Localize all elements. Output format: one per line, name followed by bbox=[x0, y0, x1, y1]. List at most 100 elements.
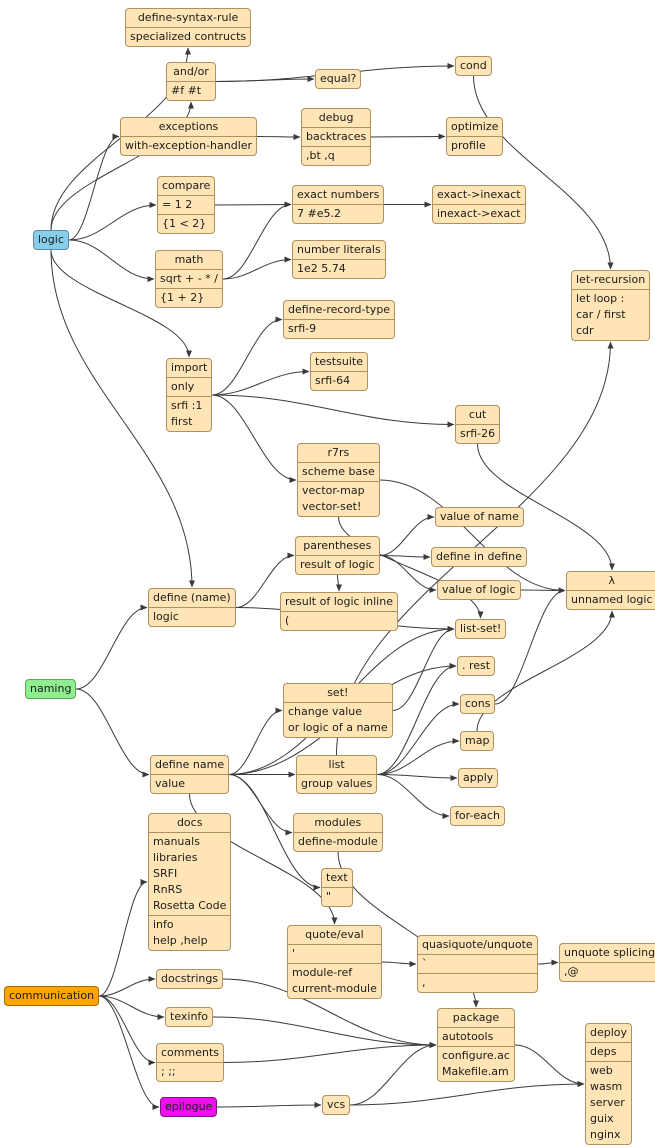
node-label: ' bbox=[292, 947, 296, 960]
edge-logic-to-define-name-logic bbox=[50, 249, 195, 588]
node-label: naming bbox=[30, 682, 72, 695]
edge-compare-to-exact-numbers bbox=[214, 201, 292, 208]
edge-list-to-map bbox=[376, 738, 460, 775]
node-define-name-logic: define (name) logic bbox=[148, 588, 236, 627]
node-label: λ bbox=[608, 574, 615, 587]
edge-import-to-cut bbox=[211, 394, 455, 428]
node-label: ,bt ,q bbox=[306, 149, 335, 162]
node-label: 1e2 5.74 bbox=[297, 262, 346, 275]
node-label: configure.ac bbox=[442, 1049, 510, 1062]
node-label: libraries bbox=[153, 851, 198, 864]
node-label: number literals bbox=[297, 243, 381, 256]
node-label: Rosetta Code bbox=[153, 899, 227, 912]
edge-logic-to-math bbox=[68, 239, 155, 282]
node-label: ,@ bbox=[564, 965, 579, 978]
node-label: manuals bbox=[153, 835, 200, 848]
node-rest: . rest bbox=[457, 656, 496, 676]
node-label: set! bbox=[327, 686, 349, 699]
edge-communication-to-docstrings bbox=[98, 976, 156, 997]
edge-parentheses-to-value-of-name bbox=[379, 514, 435, 556]
node-vcs: vcs bbox=[322, 1095, 351, 1115]
node-docstrings: docstrings bbox=[156, 969, 224, 989]
node-number-literals: number literals 1e2 5.74 bbox=[292, 240, 386, 279]
node-texinfo: texinfo bbox=[165, 1007, 214, 1027]
node-label: math bbox=[174, 253, 204, 266]
node-label: ; ;; bbox=[161, 1065, 176, 1078]
node-label: let loop : bbox=[576, 292, 625, 305]
node-label: nginx bbox=[590, 1128, 621, 1141]
node-and-or: and/or#f #t bbox=[166, 62, 216, 101]
node-result-of-logic-inline: result of logic inline( bbox=[280, 592, 398, 631]
edge-naming-to-define-name-logic bbox=[75, 604, 148, 690]
node-label: wasm bbox=[590, 1080, 623, 1093]
node-label: vector-set! bbox=[302, 500, 362, 513]
node-label: deploy bbox=[590, 1026, 628, 1039]
node-label: #f #t bbox=[171, 84, 202, 97]
node-label: {1 < 2} bbox=[162, 217, 207, 230]
node-label: for-each bbox=[455, 809, 500, 822]
node-cons: cons bbox=[460, 694, 496, 714]
node-label: first bbox=[171, 415, 193, 428]
node-label: value bbox=[155, 777, 186, 790]
edge-value-of-logic-to-lambda bbox=[520, 587, 566, 594]
node-label: group values bbox=[301, 777, 373, 790]
node-label: define-syntax-rule bbox=[137, 11, 239, 24]
node-label: web bbox=[590, 1064, 613, 1077]
edge-package-to-deploy bbox=[514, 1044, 585, 1087]
node-label: apply bbox=[463, 771, 494, 784]
node-label: help ,help bbox=[153, 934, 208, 947]
node-label: cut bbox=[468, 408, 487, 421]
node-label: 7 #e5.2 bbox=[297, 207, 341, 220]
node-label: quote/eval bbox=[305, 928, 364, 941]
edge-communication-to-epilogue bbox=[98, 995, 160, 1110]
edge-parentheses-to-value-of-logic bbox=[379, 555, 437, 593]
edge-cons-to-lambda bbox=[494, 587, 566, 705]
edge-math-to-exact-numbers bbox=[222, 201, 292, 280]
edge-vcs-to-package bbox=[349, 1042, 437, 1106]
edge-list-to-for-each bbox=[376, 774, 450, 819]
node-communication: communication bbox=[4, 986, 100, 1006]
node-label: modules bbox=[314, 816, 362, 829]
edge-quasiquote-unquote-to-unquote-splicing bbox=[537, 959, 559, 966]
node-label: sqrt + - * / bbox=[160, 272, 218, 285]
node-label: define-record-type bbox=[288, 303, 391, 316]
node-label: define (name) bbox=[153, 591, 231, 604]
node-label: value of logic bbox=[442, 583, 516, 596]
edge-exceptions-to-debug bbox=[256, 133, 301, 140]
edge-epilogue-to-vcs bbox=[216, 1102, 322, 1109]
edge-cut-to-lambda bbox=[477, 443, 615, 571]
node-label: list-set! bbox=[460, 622, 502, 635]
node-list-set: list-set! bbox=[455, 619, 507, 639]
node-label: cons bbox=[465, 697, 491, 710]
node-equal: equal? bbox=[315, 69, 362, 89]
node-label: only bbox=[171, 380, 195, 393]
node-label: ` bbox=[422, 957, 428, 970]
node-label: cdr bbox=[576, 324, 594, 337]
node-label: text bbox=[326, 871, 348, 884]
edge-communication-to-comments bbox=[98, 995, 156, 1066]
node-for-each: for-each bbox=[450, 806, 505, 826]
node-label: cond bbox=[460, 59, 487, 72]
node-label: define name bbox=[155, 758, 225, 771]
node-label: info bbox=[153, 918, 174, 931]
node-label: or logic of a name bbox=[288, 721, 388, 734]
node-comments: comments; ;; bbox=[156, 1043, 224, 1082]
edge-cond-to-let-recursion bbox=[473, 75, 614, 270]
node-label: testsuite bbox=[315, 355, 363, 368]
node-label: compare bbox=[162, 179, 211, 192]
node-label: autotools bbox=[442, 1030, 494, 1043]
node-label: logic bbox=[153, 610, 179, 623]
edge-logic-to-exceptions bbox=[68, 133, 120, 241]
node-map: map bbox=[460, 731, 495, 751]
node-label: , bbox=[422, 976, 426, 989]
node-epilogue: epilogue bbox=[160, 1097, 218, 1117]
node-label: deps bbox=[590, 1045, 617, 1058]
node-label: map bbox=[465, 734, 490, 747]
